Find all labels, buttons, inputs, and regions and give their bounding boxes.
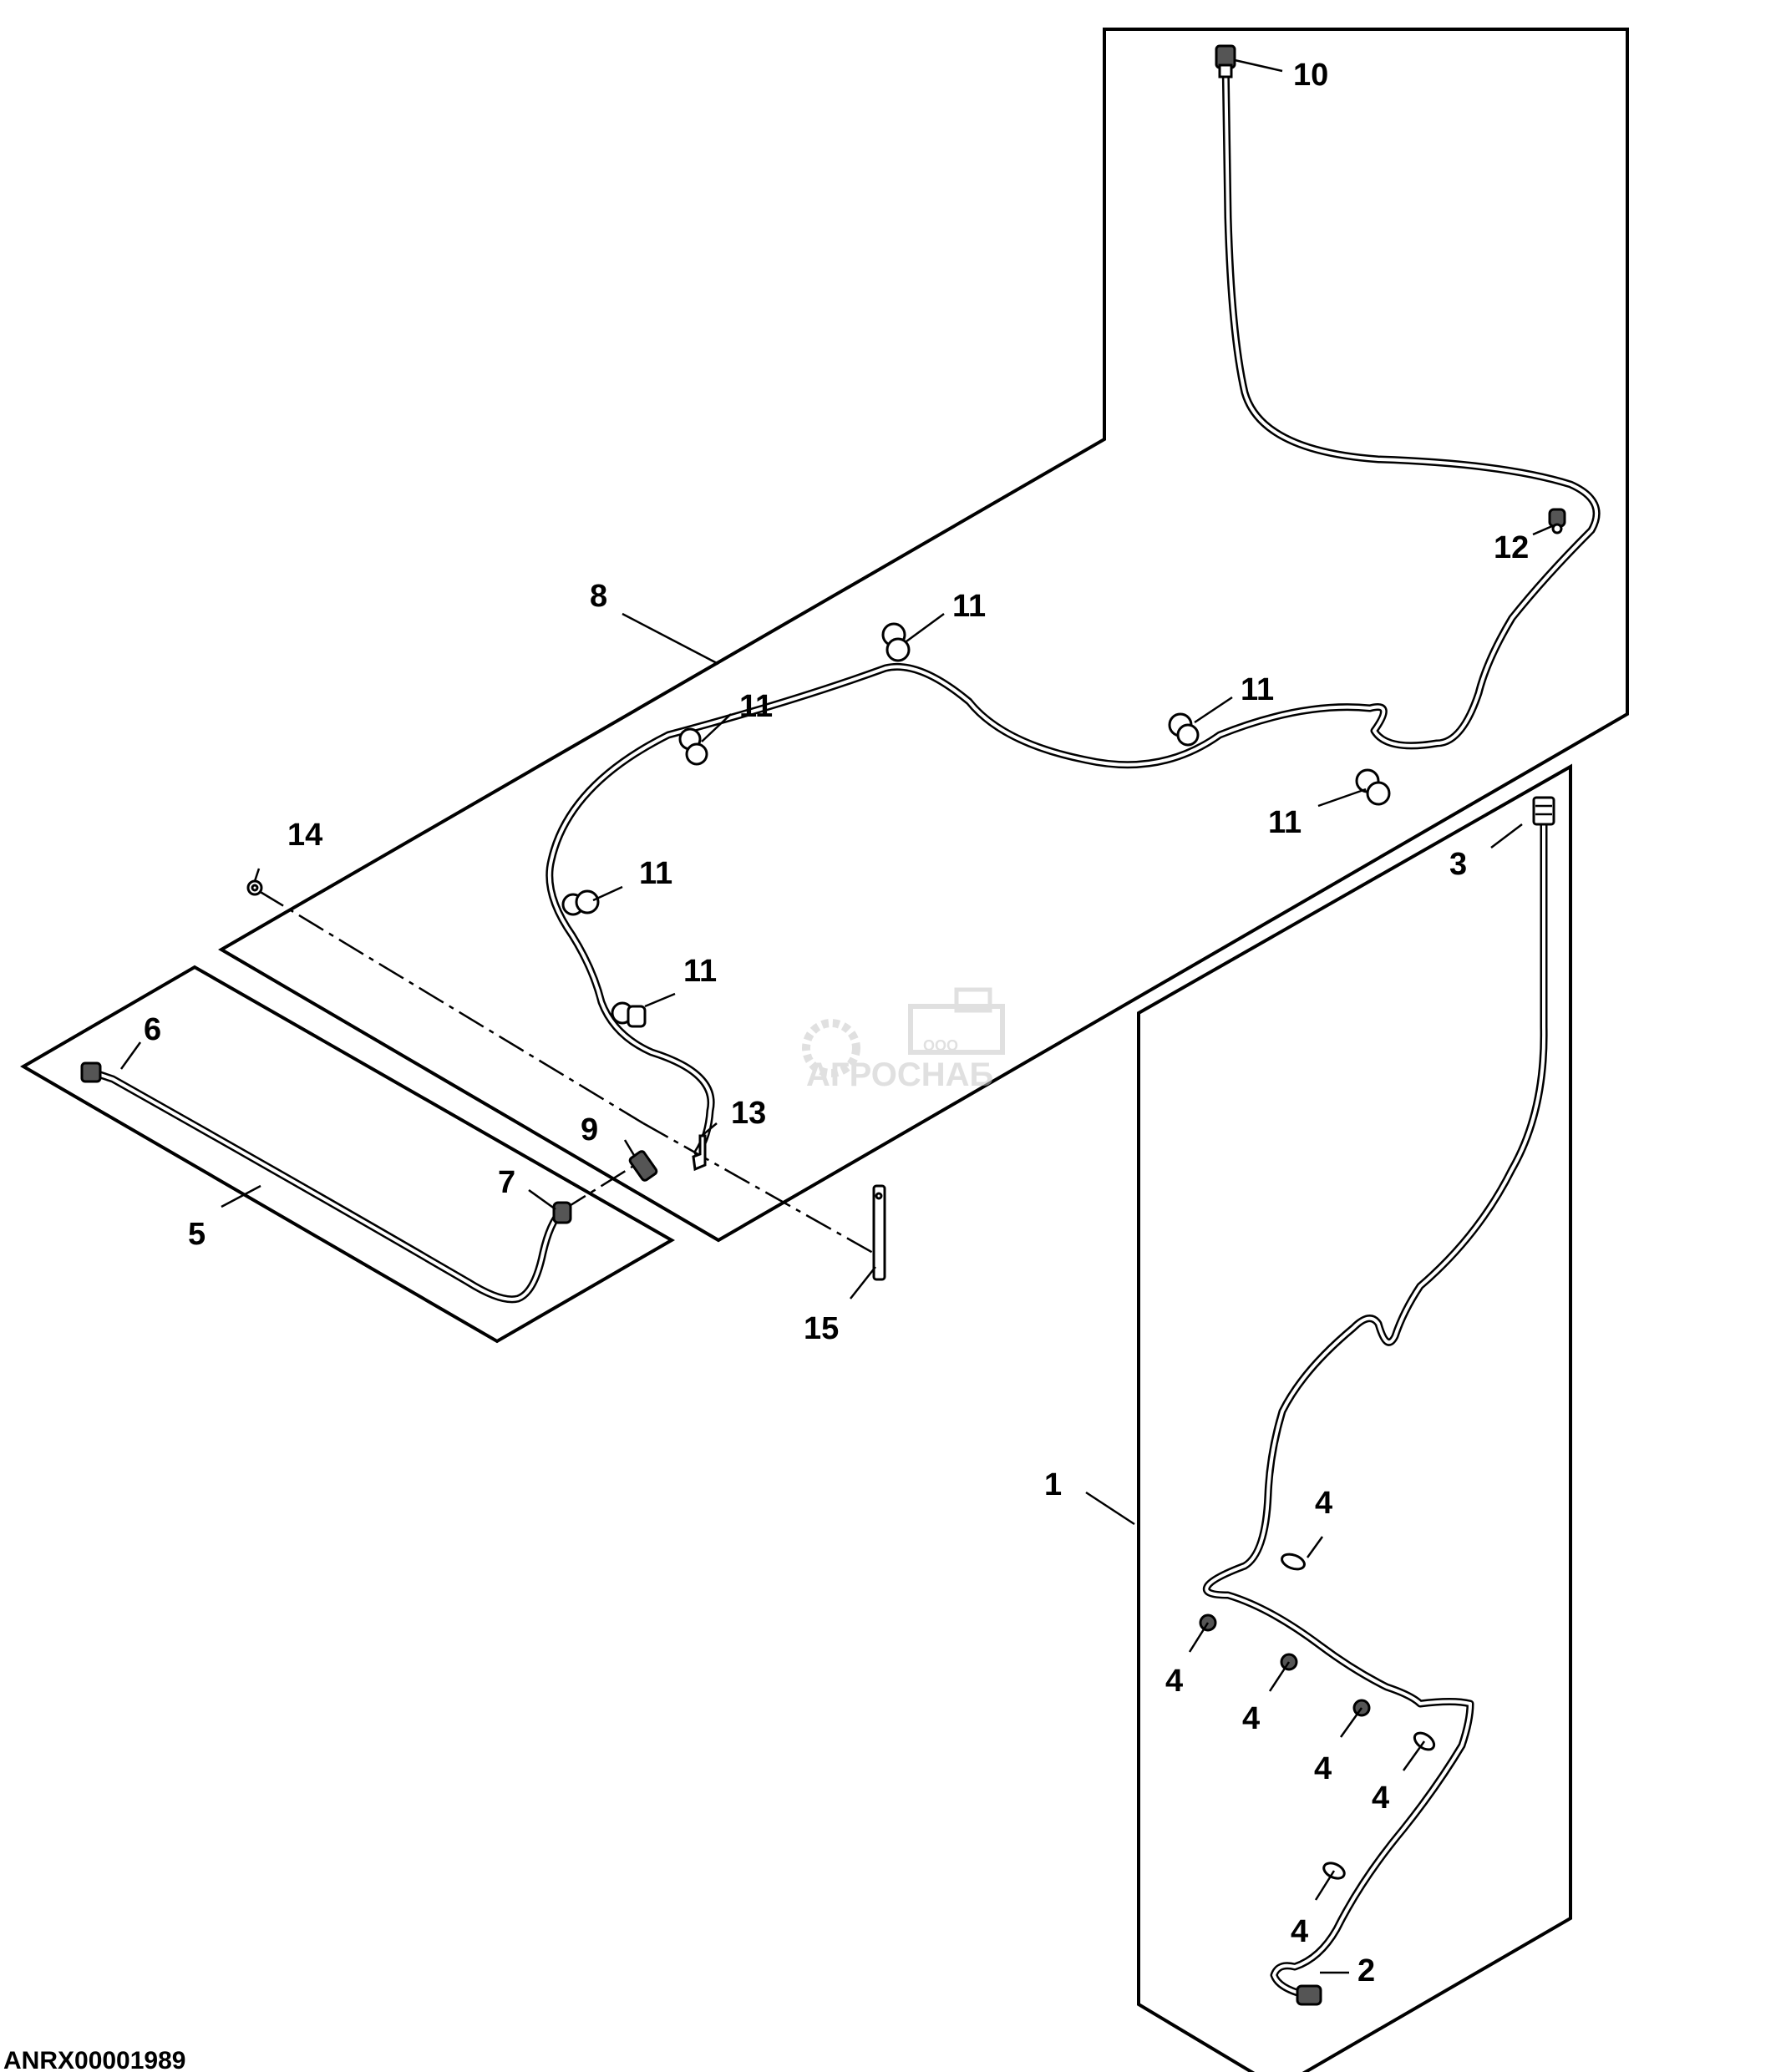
callout-11: 11 xyxy=(1241,672,1274,707)
clip-11-d xyxy=(1355,768,1391,806)
callout-10: 10 xyxy=(1293,58,1328,93)
fitting-10 xyxy=(1215,44,1236,79)
leader-lines xyxy=(119,58,1553,1974)
hose-1 xyxy=(1202,818,1548,1999)
callout-4: 4 xyxy=(1242,1701,1260,1736)
callout-12: 12 xyxy=(1494,530,1529,565)
nozzle-4-a xyxy=(1281,1553,1306,1571)
panel-1-lower xyxy=(1137,763,1572,2072)
plate-15 xyxy=(872,1184,886,1281)
fitting-3 xyxy=(1532,796,1555,826)
clip-11-a xyxy=(881,622,911,662)
callout-11: 11 xyxy=(639,856,672,891)
hose-8 xyxy=(545,54,1601,1157)
callout-1: 1 xyxy=(1044,1467,1062,1502)
callout-11: 11 xyxy=(1268,805,1302,840)
callout-8: 8 xyxy=(590,579,607,614)
callout-7: 7 xyxy=(498,1165,515,1200)
watermark-small-text: ООО xyxy=(923,1037,958,1054)
callout-2: 2 xyxy=(1357,1953,1375,1988)
callout-13: 13 xyxy=(731,1096,766,1131)
assembly-centerline-15 xyxy=(642,1122,874,1254)
bracket-13 xyxy=(692,1134,707,1172)
panel-5-left xyxy=(20,965,676,1344)
bolt-14 xyxy=(246,879,263,896)
callout-11: 11 xyxy=(683,954,717,989)
callout-4: 4 xyxy=(1315,1486,1332,1521)
figure-id: ANRX00001989 xyxy=(3,2047,185,2072)
callout-5: 5 xyxy=(188,1217,206,1252)
callout-11: 11 xyxy=(739,689,773,724)
coupler-9 xyxy=(628,1150,658,1182)
callout-4: 4 xyxy=(1372,1781,1389,1816)
clip-11-c xyxy=(1168,712,1200,747)
agrosnab-watermark-logo: ООО АГРОСНАБ xyxy=(802,987,1005,1093)
assembly-centerline-14 xyxy=(258,889,644,1125)
callout-3: 3 xyxy=(1449,847,1467,882)
connector-12 xyxy=(1548,508,1566,534)
fitting-2 xyxy=(1296,1984,1322,2006)
callout-15: 15 xyxy=(804,1311,839,1346)
hose-5 xyxy=(86,1067,566,1304)
callout-4: 4 xyxy=(1291,1914,1308,1949)
callout-9: 9 xyxy=(581,1112,598,1147)
clip-11-b xyxy=(678,727,708,766)
callout-4: 4 xyxy=(1165,1664,1183,1699)
assembly-centerline-7 xyxy=(561,1163,636,1213)
watermark-brand-text: АГРОСНАБ xyxy=(806,1056,993,1093)
clip-11-e xyxy=(561,889,600,916)
callout-14: 14 xyxy=(287,818,322,853)
callout-11: 11 xyxy=(952,589,986,624)
fitting-7 xyxy=(552,1201,572,1224)
clip-11-f xyxy=(611,1001,647,1028)
fitting-6 xyxy=(80,1061,102,1083)
callout-4: 4 xyxy=(1314,1751,1332,1786)
callout-6: 6 xyxy=(144,1012,161,1047)
